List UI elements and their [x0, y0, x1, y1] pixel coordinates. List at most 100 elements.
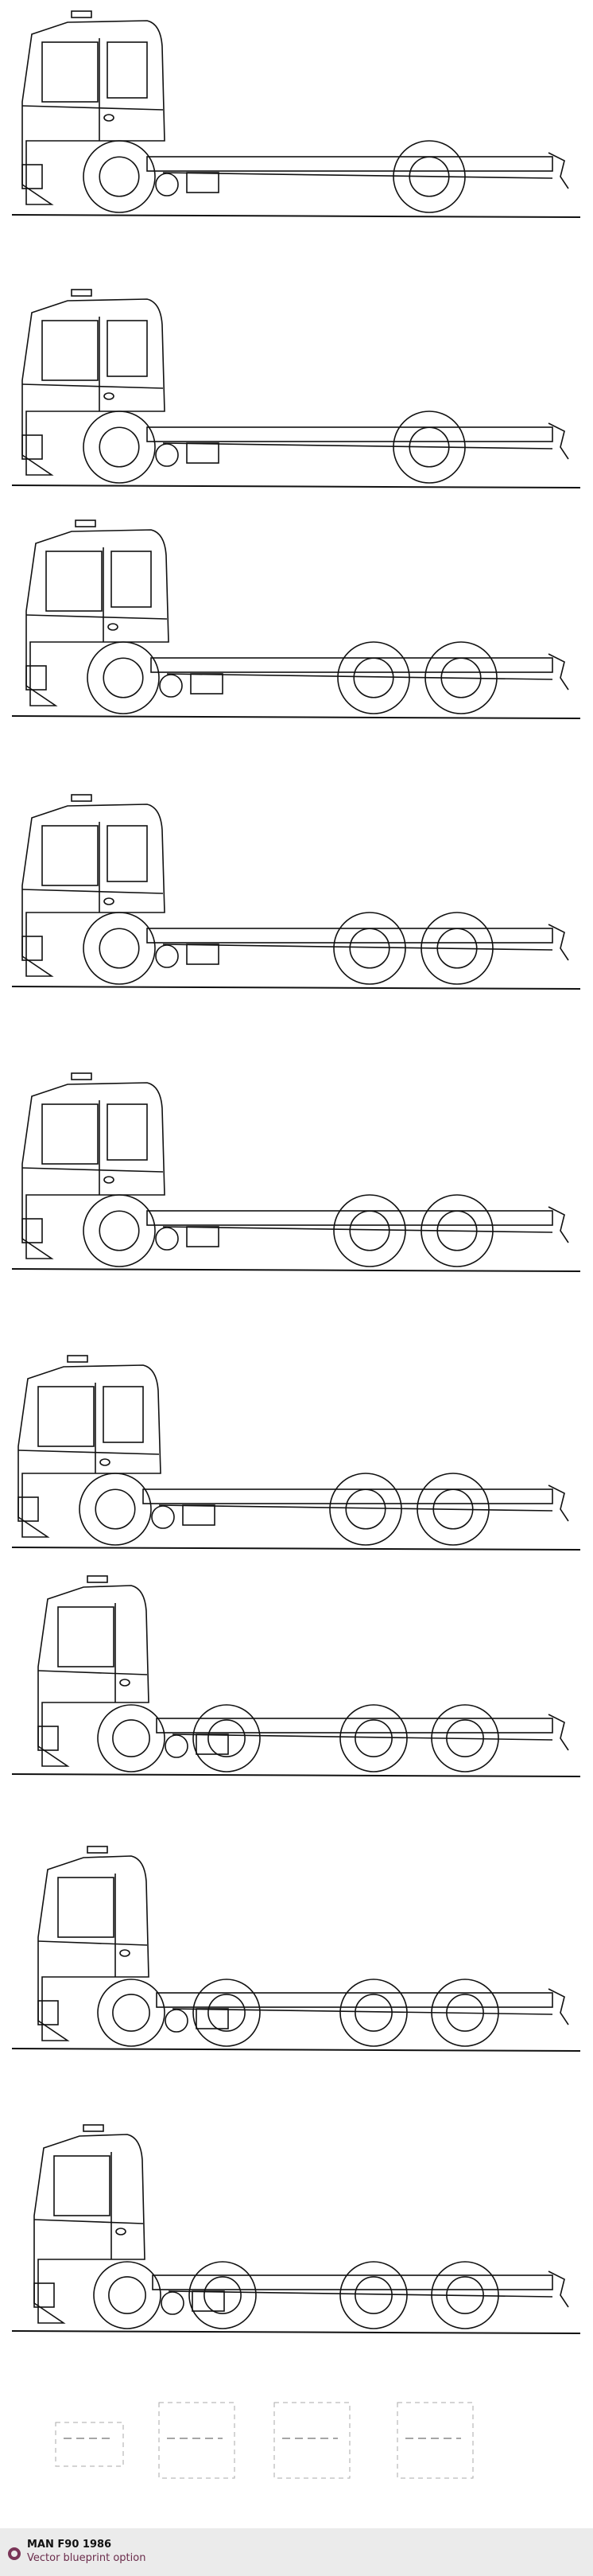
chassis-frame [156, 1718, 553, 1734]
air-tank [155, 1227, 179, 1251]
cab-outline [21, 804, 165, 977]
truck-side-drawing [11, 10, 581, 218]
door-handle [119, 1949, 130, 1957]
wheel [339, 2261, 408, 2329]
side-window [107, 41, 148, 99]
bumper-light [21, 1218, 43, 1243]
door-window [45, 551, 103, 612]
roof-hatch [71, 1072, 92, 1080]
cab-beltline [21, 1167, 164, 1173]
rear-lights [548, 422, 569, 460]
wheel-hub [112, 1719, 150, 1757]
side-view-8x4-variant-2 [0, 1838, 593, 2060]
ground-line [11, 1773, 581, 1777]
wheel-hub [99, 156, 140, 197]
side-view-4x2-variant-2 [0, 278, 593, 497]
blueprint-option-label[interactable]: Vector blueprint option [27, 2552, 146, 2564]
door-handle [103, 1176, 114, 1184]
cab-beltline [25, 614, 168, 620]
wheel [192, 1979, 261, 2047]
fuel-tank [196, 1734, 229, 1755]
cab-beltline [37, 1940, 148, 1946]
door-window [53, 2155, 110, 2216]
truck-side-drawing [11, 289, 581, 488]
bumper-light [37, 1726, 59, 1751]
wheel [97, 1979, 165, 2047]
footer-bar: MAN F90 1986 Vector blueprint option [0, 2528, 593, 2576]
chassis-frame [146, 928, 553, 944]
ground-line [11, 1268, 581, 1272]
door-window [37, 1386, 95, 1447]
top-view-outline [273, 2402, 351, 2479]
side-view-4x2-variant-1 [0, 0, 593, 227]
wheel-hub [95, 1488, 136, 1530]
wheel [393, 411, 466, 484]
rear-lights [548, 1714, 569, 1751]
wheel [431, 1979, 499, 2047]
air-tank [159, 674, 183, 698]
cab-outline [25, 529, 169, 706]
side-window [110, 551, 152, 608]
wheel [431, 2261, 499, 2329]
rear-lights [548, 152, 569, 189]
wheel [424, 641, 498, 714]
bumper-light [37, 2000, 59, 2025]
wheel-hub [409, 426, 450, 468]
air-tank [165, 2009, 188, 2033]
cab-beltline [21, 889, 164, 894]
cab-outline [37, 1585, 149, 1767]
air-tank [161, 2291, 184, 2315]
top-view-outline [397, 2402, 474, 2479]
cab-outline [33, 2134, 145, 2324]
door-window [57, 1606, 114, 1667]
wheel [421, 1194, 494, 1267]
fuel-tank [186, 442, 219, 464]
chassis-frame [146, 156, 553, 172]
door-window [57, 1877, 114, 1938]
side-window [107, 320, 148, 377]
door-handle [115, 2228, 126, 2236]
truck-side-drawing [11, 2124, 581, 2334]
truck-side-drawing [11, 1575, 581, 1777]
roof-hatch [71, 10, 92, 18]
wheel [83, 411, 156, 484]
top-view-outline [55, 2422, 124, 2467]
radio-option-icon[interactable] [8, 2547, 21, 2560]
wheel-hub [436, 1210, 478, 1251]
rear-lights [548, 653, 569, 691]
bumper-light [21, 936, 43, 961]
side-window [107, 825, 148, 882]
wheel [83, 912, 156, 985]
fuel-tank [196, 2008, 229, 2029]
cab-outline [17, 1364, 161, 1538]
wheel-hub [349, 928, 390, 969]
wheel [83, 1194, 156, 1267]
air-tank [155, 443, 179, 467]
ground-line [11, 2048, 581, 2052]
wheel-hub [345, 1488, 386, 1530]
wheel-hub [99, 426, 140, 468]
truck-side-drawing [11, 794, 581, 990]
wheel [83, 140, 156, 213]
wheel-hub [409, 156, 450, 197]
wheel [79, 1473, 152, 1546]
roof-hatch [71, 289, 92, 297]
wheel-hub [355, 2276, 393, 2314]
roof-hatch [75, 519, 96, 527]
chassis-lower-rail [162, 442, 553, 449]
side-view-6x2-variant-2 [0, 784, 593, 998]
wheel [417, 1473, 490, 1546]
door-handle [103, 392, 114, 400]
ground-line [11, 715, 581, 719]
side-window [103, 1386, 144, 1443]
fuel-tank [190, 673, 223, 695]
chassis-lower-rail [166, 673, 553, 680]
ground-line [11, 986, 581, 990]
truck-side-drawing [11, 1846, 581, 2052]
blueprint-drawings [0, 0, 593, 2479]
roof-hatch [71, 794, 92, 802]
chassis-lower-rail [172, 1734, 553, 1741]
wheel [421, 912, 494, 985]
side-view-6x2-variant-1 [0, 509, 593, 728]
side-view-6x4-variant-2 [0, 1344, 593, 1559]
